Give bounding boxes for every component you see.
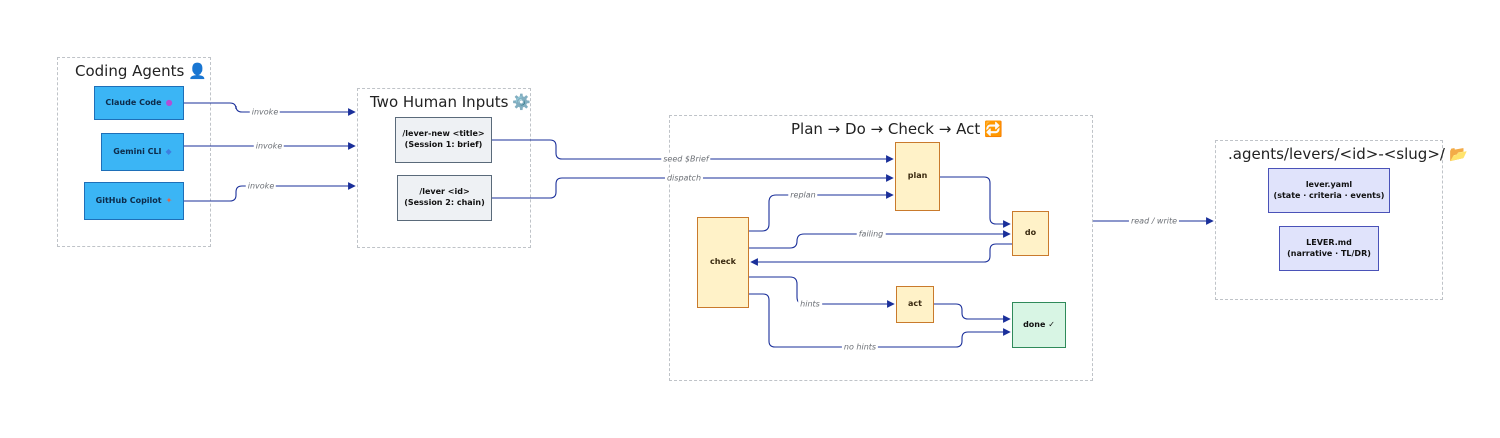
blue-diamond-icon: ◆ [165, 146, 172, 156]
coding-agents-title: Coding Agents👤 [75, 62, 208, 80]
edge-seed-brief [492, 139, 894, 163]
edge-label-seed-brief: seed $Brief [661, 154, 711, 164]
purple-circle-icon: ● [165, 97, 173, 107]
edge-copilot-invoke [184, 182, 356, 202]
edge-label-dispatch: dispatch [664, 173, 704, 183]
edge-label-invoke-copilot: invoke [245, 181, 277, 191]
agent-gemini-cli: Gemini CLI ◆ [101, 133, 184, 171]
agent-label: Gemini CLI [113, 146, 162, 156]
gear-icon: ⚙️ [512, 93, 532, 111]
edge-do-check [750, 243, 1012, 266]
edge-claude-invoke [183, 102, 356, 116]
edge-label-hints: hints [798, 299, 822, 309]
open-folder-icon: 📂 [1448, 145, 1468, 163]
file-description: (state · criteria · events) [1273, 190, 1385, 200]
input-session: (Session 2: chain) [404, 198, 485, 207]
phase-do: do [1012, 211, 1049, 256]
file-name: LEVER.md [1306, 237, 1352, 247]
edge-act-done [934, 303, 1011, 323]
edge-label-replan: replan [788, 190, 818, 200]
input-lever-chain: /lever <id> (Session 2: chain) [397, 175, 492, 221]
phase-check: check [697, 217, 749, 308]
edge-label-read-write: read / write [1128, 216, 1180, 226]
file-description: (narrative · TL/DR) [1287, 248, 1371, 258]
edge-check-failing [749, 230, 1011, 249]
human-inputs-group: Two Human Inputs⚙️ [357, 88, 531, 248]
edge-dispatch [492, 174, 894, 199]
input-lever-new: /lever-new <title> (Session 1: brief) [395, 117, 492, 163]
agent-github-copilot: GitHub Copilot ✦ [84, 182, 184, 220]
file-name: lever.yaml [1305, 179, 1353, 189]
input-command: /lever-new <title> [402, 129, 485, 139]
edge-label-invoke-claude: invoke [249, 107, 281, 117]
agent-label: Claude Code [105, 97, 162, 107]
agent-claude-code: Claude Code ● [94, 86, 184, 120]
human-inputs-title: Two Human Inputs⚙️ [370, 93, 532, 111]
edge-check-replan [749, 191, 894, 232]
lever-storage-group: .agents/levers/<id>-<slug>/📂 [1215, 140, 1468, 300]
phase-act: act [896, 286, 934, 323]
pdca-title: Plan → Do → Check → Act🔁 [791, 120, 1003, 138]
file-lever-md: LEVER.md (narrative · TL/DR) [1279, 226, 1379, 271]
edge-label-invoke-gemini: invoke [253, 141, 285, 151]
edge-label-failing: failing [856, 229, 886, 239]
copilot-icon: ✦ [165, 195, 173, 205]
file-lever-yaml: lever.yaml (state · criteria · events) [1268, 168, 1390, 213]
agent-label: GitHub Copilot [95, 195, 162, 205]
edge-label-no-hints: no hints [841, 342, 879, 352]
edge-plan-do [940, 176, 1011, 228]
phase-done: done ✓ [1012, 302, 1066, 348]
repeat-icon: 🔁 [984, 120, 1003, 138]
input-command: /lever <id> [419, 187, 470, 197]
lever-storage-title: .agents/levers/<id>-<slug>/📂 [1228, 145, 1468, 163]
input-session: (Session 1: brief) [404, 140, 483, 149]
person-icon: 👤 [188, 62, 208, 80]
edge-check-no-hints [749, 293, 1011, 348]
phase-plan: plan [895, 142, 940, 211]
